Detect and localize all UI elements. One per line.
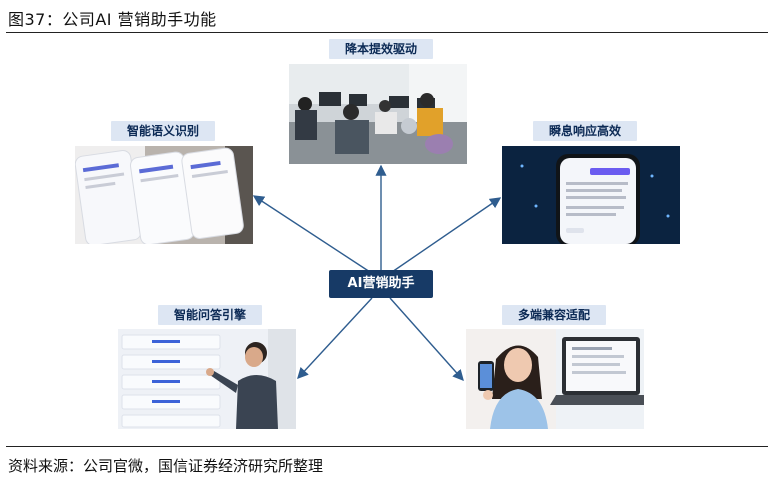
qa-engine-image [118, 329, 296, 429]
label-left-top: 智能语义识别 [111, 121, 215, 141]
label-right-top: 瞬息响应高效 [533, 121, 637, 141]
office-photo [289, 64, 467, 164]
bottom-rule [6, 446, 768, 447]
label-right-bottom: 多端兼容适配 [502, 305, 606, 325]
response-phone-image [502, 146, 680, 244]
label-top: 降本提效驱动 [329, 39, 433, 59]
semantic-phones-image [75, 146, 253, 244]
label-left-bottom: 智能问答引擎 [158, 305, 262, 325]
ai-marketing-assistant-box: AI营销助手 [329, 270, 433, 298]
arrow-to-left-bottom [297, 297, 373, 380]
multi-device-image [466, 329, 644, 429]
figure-title: 图37：公司AI 营销助手功能 [8, 10, 217, 29]
arrow-to-right-top [391, 197, 502, 273]
top-rule [6, 32, 768, 33]
arrow-to-right-bottom [389, 297, 464, 382]
source-note: 资料来源：公司官微，国信证券经济研究所整理 [8, 457, 324, 475]
arrow-to-left-top [252, 195, 371, 273]
